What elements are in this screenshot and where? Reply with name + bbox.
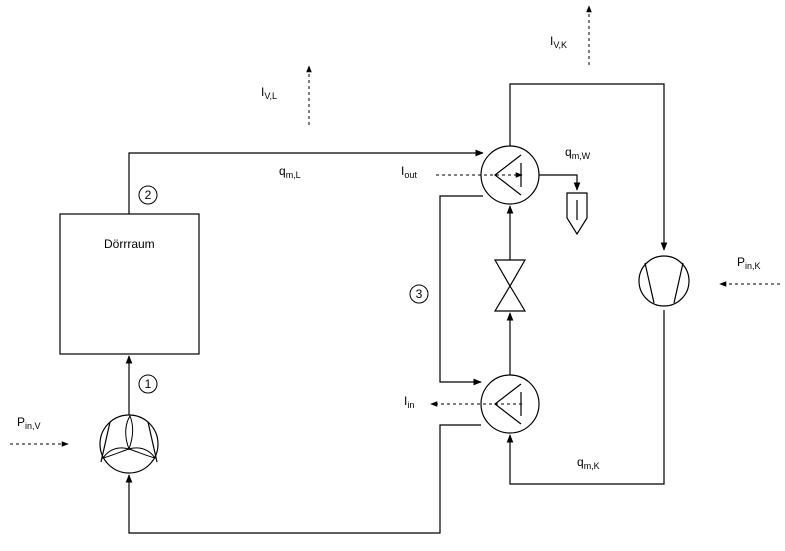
svg-text:1: 1 (145, 377, 152, 391)
state-marker-3: 3 (409, 284, 429, 304)
air-flow-room-to-condenser (128, 149, 484, 214)
label-qmL: qm,L (279, 164, 301, 180)
drying-room-label: Dörrraum (104, 237, 155, 251)
expansion-valve (493, 259, 527, 312)
state-marker-2: 2 (138, 185, 158, 205)
fan-symbol (99, 414, 159, 474)
svg-text:3: 3 (416, 287, 423, 301)
label-qmK: qm,K (577, 455, 600, 471)
svg-text:2: 2 (145, 188, 152, 202)
state-marker-1: 1 (138, 374, 158, 394)
air-return-line (125, 424, 481, 534)
air-flow-upper-to-lower-hx (439, 195, 483, 386)
label-IVL: IV,L (261, 85, 277, 101)
compressor-symbol (638, 255, 690, 307)
refrigerant-compressor-to-lower-hx (506, 310, 665, 485)
drying-room-box (59, 213, 200, 355)
water-drain-line (539, 174, 581, 191)
label-Iin: Iin (404, 394, 414, 410)
label-PinV: Pin,V (17, 415, 41, 431)
refrigerant-hx-to-compressor (509, 83, 668, 251)
label-Iout: Iout (401, 164, 417, 180)
label-IVK: IV,K (550, 34, 567, 50)
water-drain-symbol (566, 192, 588, 236)
label-PinK: Pin,K (737, 255, 761, 271)
label-qmW: qm,W (565, 145, 591, 161)
